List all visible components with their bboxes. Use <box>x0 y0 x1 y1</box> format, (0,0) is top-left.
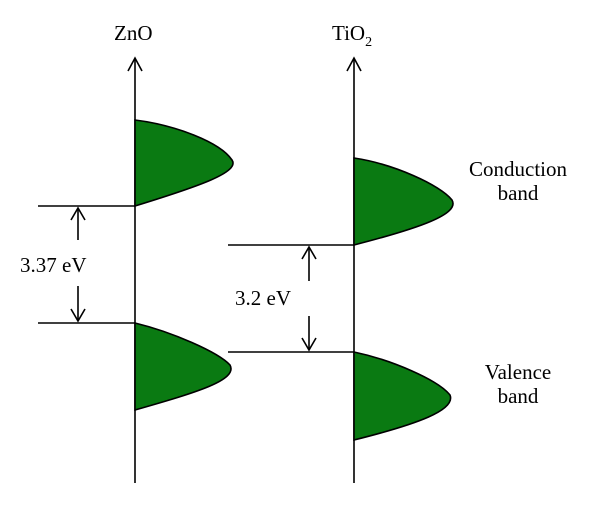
tio2-conduction-band <box>353 157 454 247</box>
tio2-gap-arrowhead-up <box>301 245 317 260</box>
conduction-band-label-line2: band <box>498 181 539 205</box>
zno-gap-arrowhead-up <box>70 206 86 221</box>
tio2-gap-label: 3.2 eV <box>235 286 291 310</box>
tio2-gap-arrowhead-down <box>301 337 317 352</box>
zno-gap-label: 3.37 eV <box>20 253 87 277</box>
tio2-label: TiO2 <box>332 21 372 50</box>
tio2-axis-arrowhead <box>346 56 362 72</box>
valence-band-label-line1: Valence <box>485 360 551 384</box>
tio2-valence-band <box>353 351 452 442</box>
conduction-band-label-line1: Conduction <box>469 157 567 181</box>
zno-valence-band <box>134 321 232 412</box>
zno-label: ZnO <box>114 21 153 45</box>
zno-conduction-band <box>134 119 234 208</box>
zno-axis-arrowhead <box>127 56 143 72</box>
zno-gap-arrowhead-down <box>70 308 86 323</box>
valence-band-label-line2: band <box>498 384 539 408</box>
